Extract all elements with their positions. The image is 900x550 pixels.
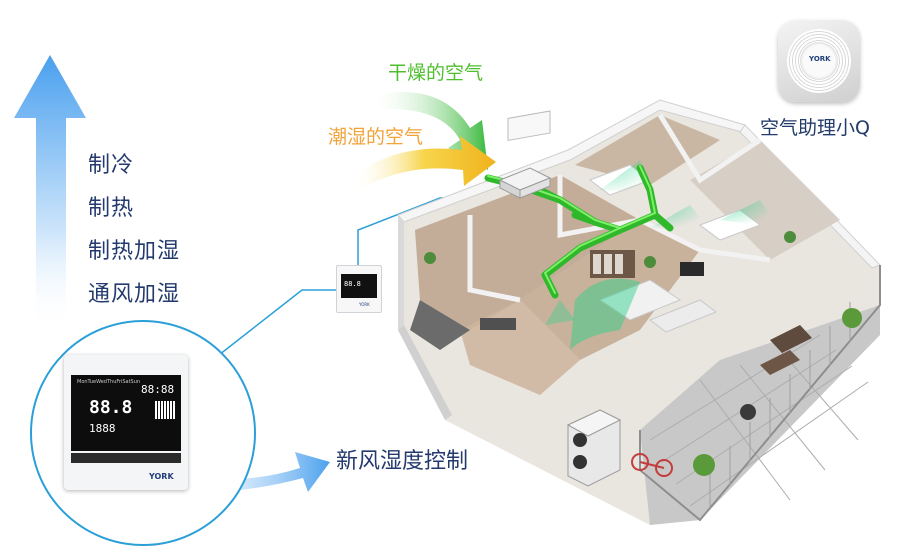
time-display: 88:88: [141, 383, 175, 396]
fan-level-bars: [155, 401, 175, 419]
wall-thermostat: 88.8 YORK: [336, 265, 382, 313]
temperature-display: 88.8: [89, 397, 133, 418]
humid-air-arrow: [352, 136, 496, 192]
thermostat-panel: MonTueWedThuFriSatSun 88:88 88.8 1888 YO…: [64, 355, 188, 490]
mode-heating: 制热: [88, 196, 135, 221]
wall-temperature-display: 88.8: [344, 280, 361, 288]
air-assistant-label: 空气助理小Q: [760, 117, 870, 139]
sub-display: 1888: [89, 422, 116, 435]
controller-line: [209, 289, 336, 363]
wall-thermostat-brand: YORK: [359, 302, 370, 307]
wall-thermostat-screen: 88.8: [341, 274, 377, 298]
thermostat-brand: YORK: [149, 472, 174, 481]
mode-ventilation-humidify: 通风加湿: [88, 282, 181, 307]
fresh-air-unit: [498, 167, 552, 199]
dry-air-label: 干燥的空气: [388, 62, 484, 84]
q-device-brand: YORK: [809, 55, 831, 63]
airflow-beam: [720, 200, 780, 228]
up-arrow: [14, 55, 86, 330]
touch-key-strip: [71, 453, 181, 463]
humid-air-label: 潮湿的空气: [328, 126, 424, 148]
device-center: [800, 42, 838, 80]
weekday-row: MonTueWedThuFriSatSun: [77, 379, 141, 385]
outdoor-unit: [566, 409, 622, 487]
fresh-air-humidity-label: 新风湿度控制: [336, 449, 469, 474]
thermostat-screen: MonTueWedThuFriSatSun 88:88 88.8 1888: [71, 375, 181, 451]
mode-cooling: 制冷: [88, 153, 135, 178]
air-assistant-device: YORK: [778, 20, 860, 102]
mode-heating-humidify: 制热加湿: [88, 239, 181, 264]
